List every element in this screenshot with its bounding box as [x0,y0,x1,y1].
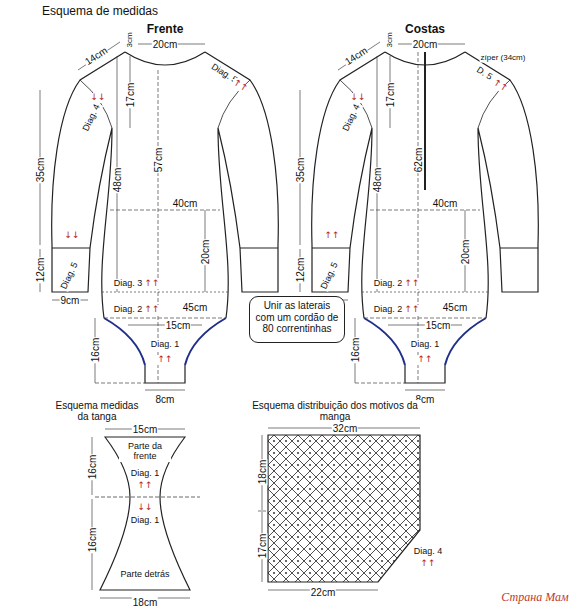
dimension-label: 40cm [172,198,198,209]
motif-grid [260,430,425,585]
direction-arrows: ↑↑ [143,279,160,289]
dimension-label: 12cm [35,257,46,283]
direction-arrows: ↑↑ [403,305,420,315]
zipper-line [424,52,426,190]
direction-arrows: ↑↑ [230,77,250,94]
direction-arrows: ↓↓ [136,503,153,513]
dimension-label: 17cm [257,533,268,559]
direction-arrows: ↑↑ [156,355,173,365]
diagram-reference: Diag. 2 [113,305,144,315]
text-label: Esquema medidas da tanga [51,400,143,422]
direction-arrows: ↓↓ [349,93,366,103]
diagram-reference: Diag. 5 [319,260,341,292]
diagram-title: Esquema de medidas [41,5,159,18]
direction-arrows: ↑↑ [490,77,510,94]
dimension-label: 3cm [386,31,395,48]
dimension-label: 16cm [87,454,98,480]
text-label: Страна Мам [500,591,569,604]
note-box: Unir as laterais com um cordão de 80 cor… [249,296,345,343]
dimension-label: 16cm [87,527,98,553]
dimension-label: 9cm [60,295,81,306]
direction-arrows: ↑↑ [323,231,340,241]
dimension-label: 18cm [257,459,268,485]
diagram-reference: Diag. 4 [81,102,103,134]
text-label: Esquema distribuição dos motivos da mang… [249,400,421,422]
dimension-label: 16cm [90,337,101,363]
text-label: Costas [404,23,446,36]
dimension-label: 45cm [182,302,208,313]
dimension-label: 40cm [432,198,458,209]
dimension-label: 3cm [126,31,135,48]
diagram-reference: Diag. 1 [130,516,161,526]
dimension-label: 35cm [295,157,306,183]
back-length-line [418,52,419,383]
dimension-label: 22cm [310,587,336,598]
direction-arrows: ↑↑ [416,355,433,365]
dimension-label: 12cm [295,257,306,283]
tanga-dimension-lines [92,429,190,598]
diagram-reference: Diag. 1 [130,469,161,479]
dimension-label: 57cm [153,147,164,173]
diagram-reference: Diag. 4 [341,102,363,134]
dimension-label: 20cm [200,239,211,265]
dimension-label: 20cm [412,39,438,50]
direction-arrows: ↑↑ [419,559,436,569]
direction-arrows: ↑↑ [143,305,160,315]
dimension-label: 15cm [132,424,158,435]
diagram-reference: Diag. 2 [373,279,404,289]
dimension-label: zíper (34cm) [480,54,527,63]
dimension-label: 17cm [385,82,396,108]
dimension-label: 62cm [413,147,424,173]
text-label: Parte detrás [119,570,170,580]
front-body-outline [40,42,278,390]
diagram-reference: Diag. 3 [113,279,144,289]
dimension-label: 35cm [35,157,46,183]
direction-arrows: ↑↑ [403,279,420,289]
dimension-label: 8cm [155,394,176,405]
diagram-reference: Diag. 2 [373,305,404,315]
front-length-line [158,70,159,383]
tanga-center-line [95,497,200,498]
direction-arrows: ↑↑ [136,481,153,491]
text-label: Parte da frente [119,442,171,462]
diagram-reference: Diag. 1 [150,340,181,350]
sleeve-dimension-lines [258,428,420,590]
dimension-label: 32cm [332,423,358,434]
dimension-label: 16cm [350,337,361,363]
dimension-label: 48cm [112,167,123,193]
diagram-reference: Diag. 1 [410,340,441,350]
dimension-label: 20cm [152,39,178,50]
direction-arrows: ↓↓ [89,93,106,103]
sleeve-outline [268,435,420,582]
dimension-label: 48cm [372,167,383,193]
tanga-outline [100,437,190,590]
text-label: Frente [146,23,185,36]
dimension-label: 45cm [442,302,468,313]
note-text: Unir as laterais com um cordão de 80 cor… [250,297,344,338]
dimension-label: 20cm [460,239,471,265]
dimension-label: 15cm [425,320,451,331]
direction-arrows: ↓↓ [63,231,80,241]
dimension-label: 15cm [165,320,191,331]
dimension-label: 18cm [132,597,158,608]
diagram-reference: D. 5 [474,65,495,83]
diagram-reference: Diag. 4 [413,547,444,557]
dimension-label: 17cm [125,82,136,108]
diagram-reference: Diag. 5 [59,260,81,292]
